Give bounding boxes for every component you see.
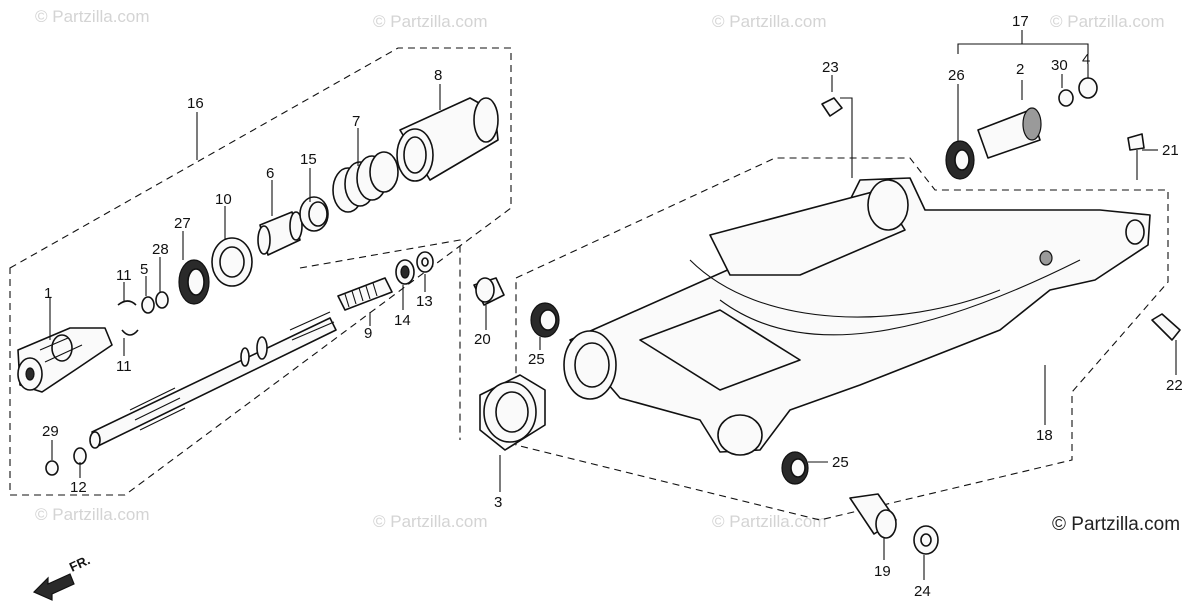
callout-30: 30 [1051,57,1068,74]
watermark-text: © Partzilla.com [35,7,150,26]
watermark-text: © Partzilla.com [373,12,488,31]
group-outlines [9,30,1169,521]
swingarm-group-outline [515,157,1169,521]
joint-yoke [257,211,303,256]
watermarks: © Partzilla.com © Partzilla.com © Partzi… [35,7,1165,531]
pivot-parts-right [781,77,1181,555]
callout-10: 10 [215,191,232,208]
callout-22: 22 [1166,377,1183,394]
watermark-text: © Partzilla.com [35,505,150,524]
washer-28 [155,291,169,309]
washer-29 [45,460,59,476]
pivot-parts-left [473,277,560,451]
callout-26: 26 [948,67,965,84]
locknut-3 [479,374,546,451]
callout-labels: 1 2 3 4 5 6 7 8 9 10 11 11 12 13 14 15 1… [42,13,1183,600]
nut-4 [1078,77,1098,99]
watermark-text: © Partzilla.com [712,12,827,31]
callout-15: 15 [300,151,317,168]
copyright-text: © Partzilla.com [1052,514,1180,535]
circlip-11-lower [121,329,139,336]
bolt-21 [1127,133,1145,151]
callout-14: 14 [394,312,411,329]
swingarm-body [563,177,1151,456]
bracket-17 [957,30,1089,54]
callout-19: 19 [874,563,891,580]
spring-7 [332,151,399,213]
callout-20: 20 [474,331,491,348]
watermark-text: © Partzilla.com [712,512,827,531]
inner-shaft-outline [299,239,461,440]
callout-9: 9 [364,325,372,342]
drive-shaft-assembly [17,97,499,476]
bolt-22 [1151,313,1181,341]
callout-11-lower: 11 [116,358,132,375]
callout-6: 6 [266,165,274,182]
drive-shaft [89,311,337,449]
callout-11-upper: 11 [116,267,132,284]
arrow-left-icon [32,573,75,601]
leader-lines [49,64,1177,580]
nut-23 [821,97,843,117]
washer-30 [1058,89,1074,107]
universal-joint [17,327,113,393]
callout-5: 5 [140,261,148,278]
callout-3: 3 [494,494,502,511]
washer-5 [141,296,155,314]
watermark-text: © Partzilla.com [373,512,488,531]
callout-23: 23 [822,59,839,76]
callout-12: 12 [70,479,87,496]
watermark-text: © Partzilla.com [1050,12,1165,31]
callout-28: 28 [152,241,169,258]
shaft-spring [337,277,393,311]
callout-25-upper: 25 [528,351,545,368]
callout-17: 17 [1012,13,1029,30]
callout-16: 16 [187,95,204,112]
driveshaft-group-outline [9,47,512,496]
front-direction-indicator: FR. [32,552,92,601]
callout-8: 8 [434,67,442,84]
callout-25-lower: 25 [832,454,849,471]
circlip-11-upper [117,300,137,306]
callout-29: 29 [42,423,59,440]
callout-21: 21 [1162,142,1179,159]
callout-18: 18 [1036,427,1053,444]
washer-12 [73,447,87,465]
callout-27: 27 [174,215,191,232]
callout-24: 24 [914,583,931,600]
direction-label: FR. [67,552,92,574]
callout-7: 7 [352,113,360,130]
callout-4: 4 [1082,51,1090,68]
callout-2: 2 [1016,61,1024,78]
callout-13: 13 [416,293,433,310]
boot-8 [396,97,499,182]
callout-1: 1 [44,285,52,302]
